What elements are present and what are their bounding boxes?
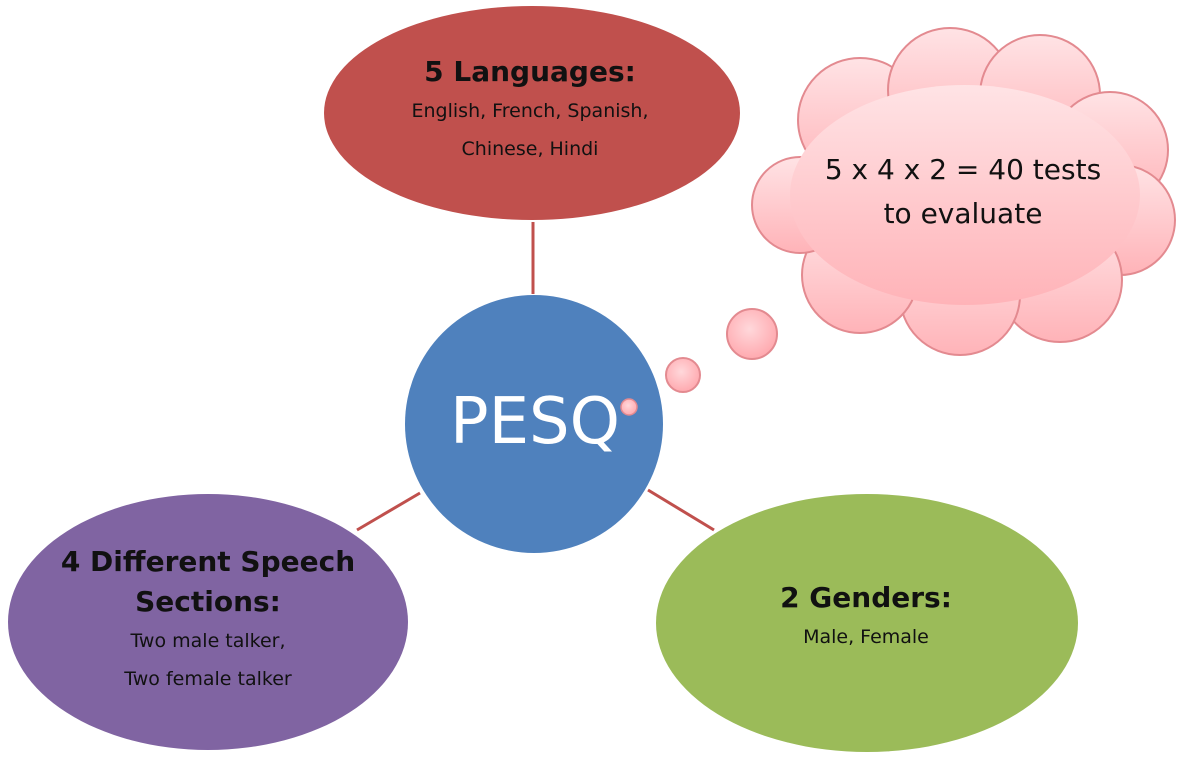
genders-text: 2 Genders: Male, Female xyxy=(668,578,1064,656)
thought-bubble-medium xyxy=(665,357,701,393)
genders-detail: Male, Female xyxy=(803,626,929,648)
pesq-label: PESQ xyxy=(449,385,621,459)
languages-node xyxy=(324,6,740,220)
speech-title-2: Sections: xyxy=(135,585,281,618)
speech-detail-2: Two female talker xyxy=(124,668,292,690)
genders-node xyxy=(656,494,1078,752)
pesq-center-node xyxy=(405,295,663,553)
thought-line-1: 5 x 4 x 2 = 40 tests xyxy=(824,153,1102,186)
languages-detail-2: Chinese, Hindi xyxy=(461,138,599,160)
connector-speech xyxy=(356,491,421,532)
genders-title: 2 Genders: xyxy=(780,581,952,614)
speech-node xyxy=(8,494,408,750)
thought-cloud-fill xyxy=(790,85,1140,305)
thought-bubble-large xyxy=(726,308,778,360)
thought-text: 5 x 4 x 2 = 40 tests to evaluate xyxy=(790,148,1136,236)
thought-bubble-small xyxy=(620,398,638,416)
speech-title-1: 4 Different Speech xyxy=(60,545,356,578)
languages-text: 5 Languages: English, French, Spanish, C… xyxy=(340,52,720,168)
languages-title: 5 Languages: xyxy=(424,55,636,88)
speech-detail-1: Two male talker, xyxy=(130,630,286,652)
thought-line-2: to evaluate xyxy=(883,197,1043,230)
languages-detail-1: English, French, Spanish, xyxy=(411,100,649,122)
speech-text: 4 Different Speech Sections: Two male ta… xyxy=(40,542,376,698)
connector-genders xyxy=(647,488,715,532)
